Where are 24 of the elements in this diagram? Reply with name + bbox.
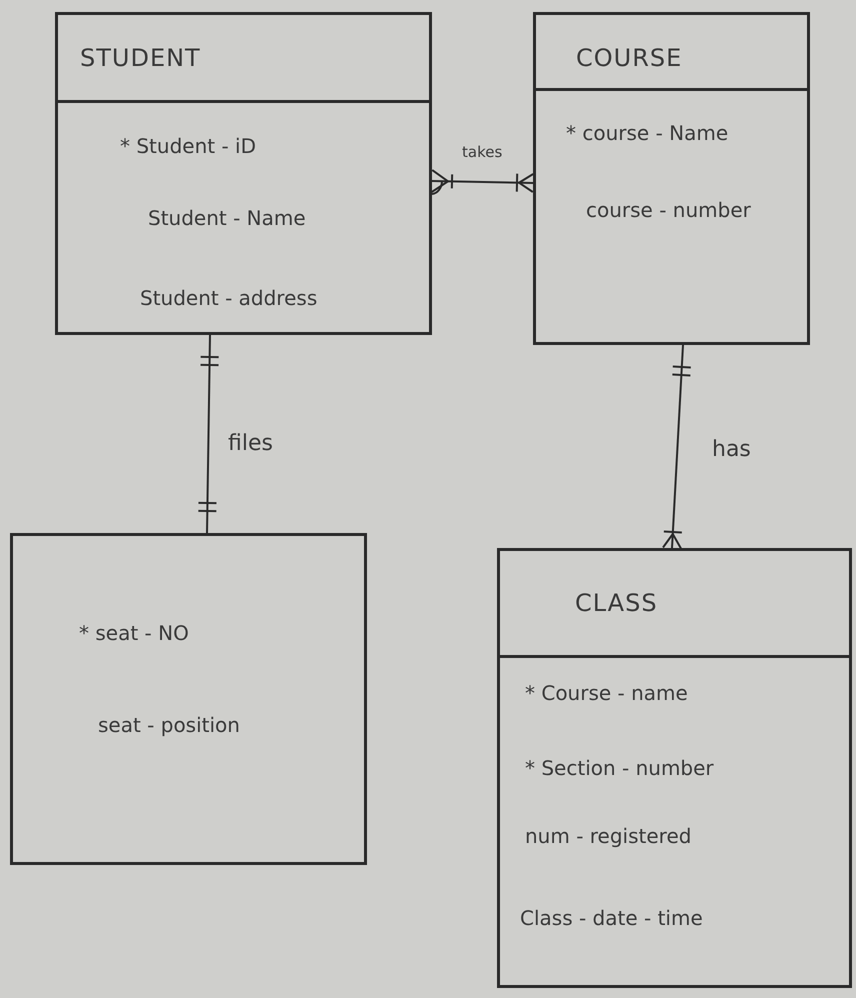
attribute: * Student - iD — [120, 134, 256, 158]
attribute: Student - Name — [148, 206, 306, 230]
entity-box — [533, 12, 810, 345]
attribute: * seat - NO — [79, 621, 189, 645]
edge-label: files — [228, 432, 273, 456]
entity-box — [497, 548, 852, 988]
attribute: Class - date - time — [520, 906, 703, 930]
attribute: * Section - number — [525, 756, 714, 780]
entity-name: STUDENT — [80, 44, 201, 72]
attribute: num - registered — [525, 824, 692, 848]
attribute: Student - address — [140, 286, 318, 310]
edge-label: has — [712, 438, 751, 462]
attribute: course - number — [586, 198, 751, 222]
attribute: * Course - name — [525, 681, 688, 705]
edge-label: takes — [462, 142, 502, 163]
entity-box — [55, 12, 432, 335]
entity-name: COURSE — [576, 44, 682, 72]
entity-box — [10, 533, 367, 865]
attribute: seat - position — [98, 713, 240, 737]
relationship-line — [662, 344, 692, 550]
relationship-line — [430, 169, 534, 195]
relationship-line — [197, 334, 220, 534]
entity-name: CLASS — [575, 589, 658, 617]
attribute: * course - Name — [566, 121, 728, 145]
